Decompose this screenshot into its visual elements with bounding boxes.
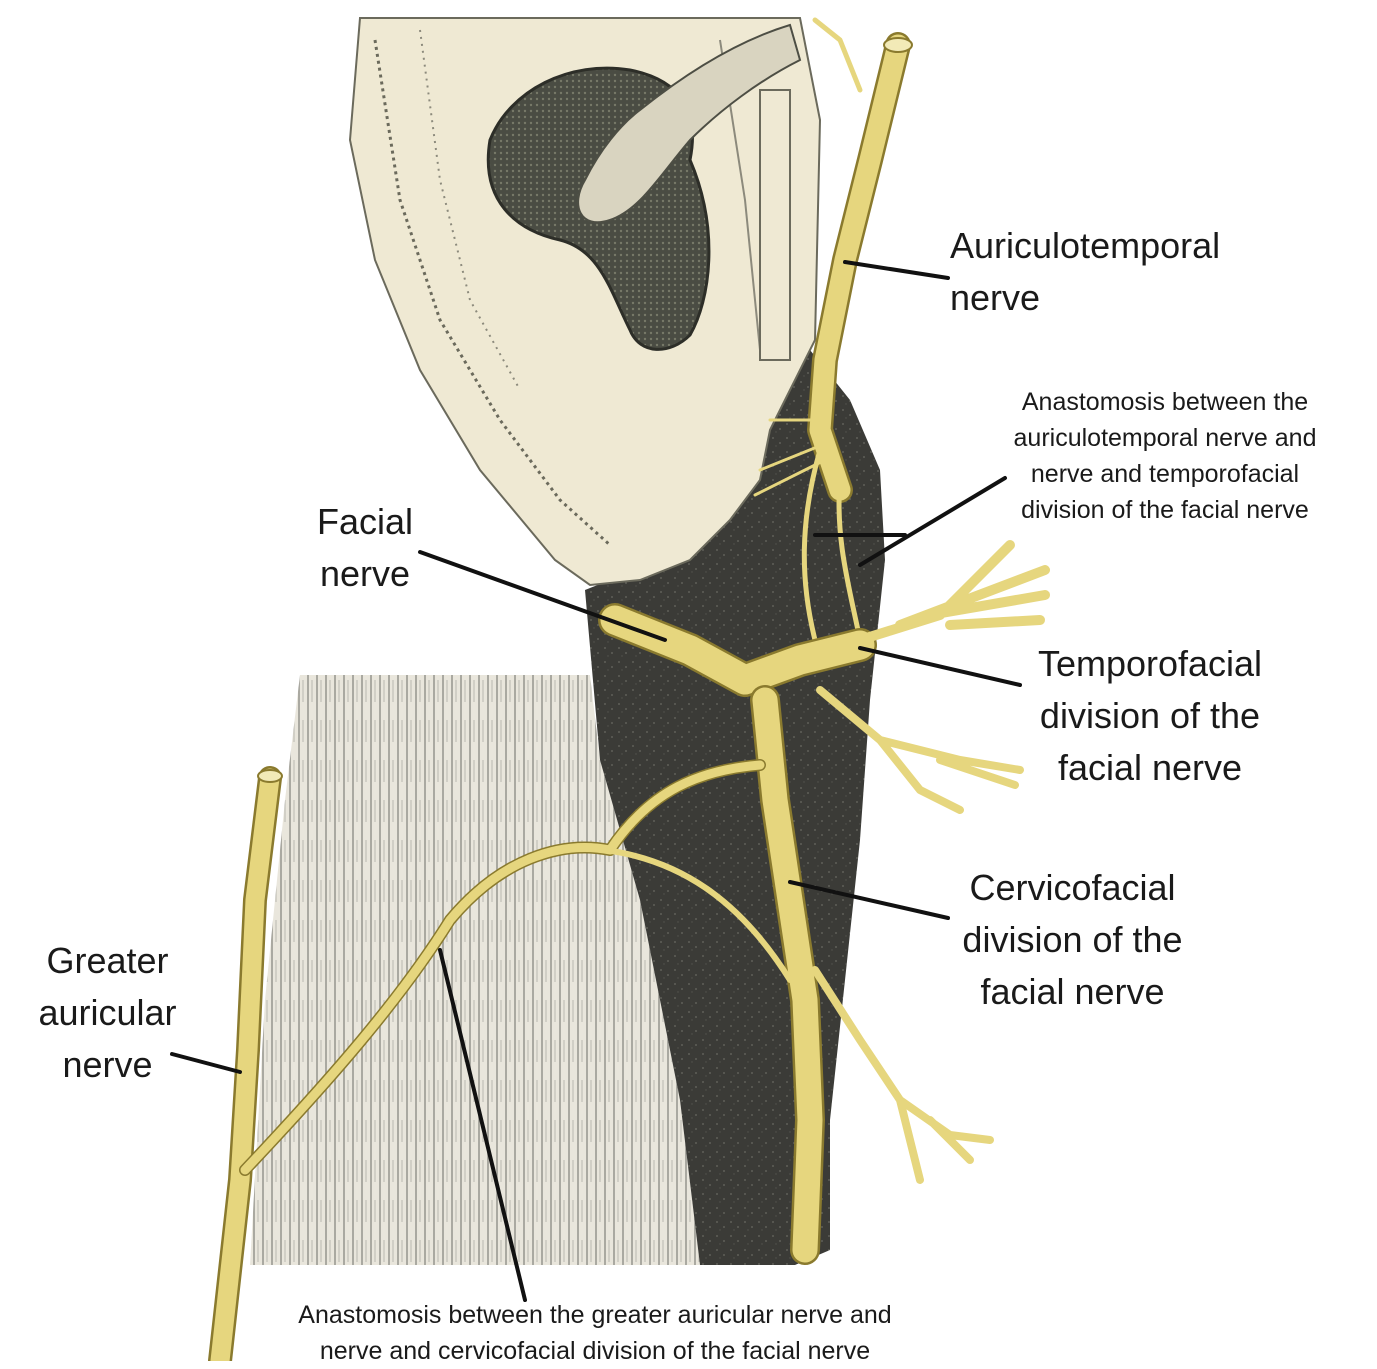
cervicofacial-label-line2: division of the — [962, 919, 1183, 960]
greater-auricular-label-line2: auricular — [38, 992, 177, 1033]
cervicofacial-label-line3: facial nerve — [980, 971, 1165, 1012]
muscle-region — [250, 675, 700, 1265]
label-auriculotemporal-nerve: Auriculotemporal nerve — [950, 220, 1220, 324]
ear-illustration — [348, 17, 822, 587]
label-greater-auricular-nerve: Greater auricular nerve — [25, 935, 190, 1091]
greater-auricular-label-line3: nerve — [62, 1044, 153, 1085]
anastomosis-upper-line2: auriculotemporal nerve and — [1013, 424, 1317, 452]
label-facial-nerve: Facial nerve — [290, 496, 440, 600]
temporofacial-branches — [855, 540, 1050, 645]
temporofacial-label-line3: facial nerve — [1057, 747, 1243, 788]
auriculotemporal-label-line1: Auriculotemporal — [950, 225, 1221, 266]
leader-lines — [170, 260, 1022, 1302]
label-anastomosis-lower: Anastomosis between the greater auricula… — [245, 1297, 945, 1369]
anastomosis-lower-line1: Anastomosis between the greater auricula… — [298, 1301, 892, 1329]
cervicofacial-label-line1: Cervicofacial — [969, 867, 1176, 908]
anastomosis-upper-line1: Anastomosis between the — [1021, 388, 1309, 416]
anastomosis-lower-line2: nerve and cervicofacial division of the … — [319, 1337, 871, 1365]
label-anastomosis-upper: Anastomosis between the auriculotemporal… — [985, 384, 1345, 528]
anastomosis-upper-line3: nerve and temporofacial — [1030, 460, 1300, 488]
label-cervicofacial-division: Cervicofacial division of the facial ner… — [940, 862, 1205, 1018]
temporofacial-label-line1: Temporofacial — [1037, 643, 1263, 684]
temporofacial-label-line2: division of the — [1039, 695, 1261, 736]
facial-nerve-label-line2: nerve — [319, 553, 411, 594]
facial-nerve-label-line1: Facial — [316, 501, 414, 542]
anastomosis-upper-line4: division of the facial nerve — [1021, 496, 1309, 524]
greater-auricular-label-line1: Greater — [46, 940, 169, 981]
auriculotemporal-label-line2: nerve — [950, 277, 1041, 318]
nerve-network — [208, 17, 1050, 1369]
label-temporofacial-division: Temporofacial division of the facial ner… — [1015, 638, 1285, 794]
